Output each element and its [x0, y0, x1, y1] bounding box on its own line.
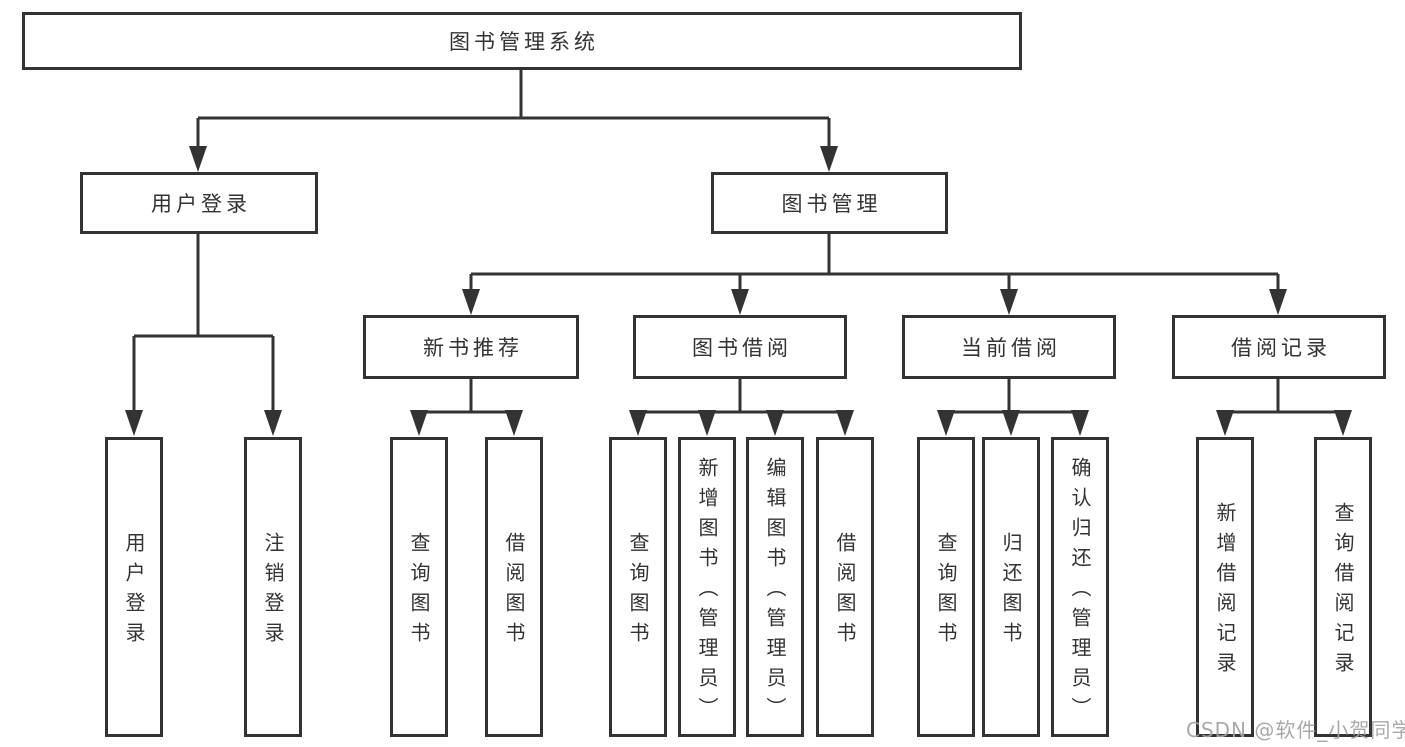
leaf-logout: 注销登录 — [244, 437, 302, 737]
node-current-borrow: 当前借阅 — [902, 315, 1116, 379]
leaf-confirm-return-admin-label: 确认归还（管理员） — [1068, 457, 1092, 727]
arrow-down-icon — [629, 410, 647, 436]
arrow-down-icon — [836, 410, 854, 436]
arrow-down-icon — [1334, 410, 1352, 436]
leaf-user-login: 用户登录 — [105, 437, 163, 737]
node-book-borrow-label: 图书借阅 — [692, 336, 792, 360]
node-new-book-recommend: 新书推荐 — [363, 315, 579, 379]
arrow-down-icon — [820, 146, 838, 172]
leaf-current-query-books-label: 查询图书 — [934, 532, 958, 652]
leaf-add-borrow-record-label: 新增借阅记录 — [1213, 502, 1237, 682]
watermark: CSDN @软件_小贺同学 — [1186, 718, 1405, 742]
arrow-down-icon — [1216, 410, 1234, 436]
leaf-add-borrow-record: 新增借阅记录 — [1196, 437, 1254, 737]
leaf-return-books: 归还图书 — [982, 437, 1040, 737]
arrow-down-icon — [1000, 289, 1018, 315]
node-current-borrow-label: 当前借阅 — [961, 336, 1061, 360]
arrow-down-icon — [1071, 410, 1089, 436]
arrow-down-icon — [1002, 410, 1020, 436]
arrow-down-icon — [189, 146, 207, 172]
node-book-borrow: 图书借阅 — [633, 315, 847, 379]
leaf-query-borrow-record-label: 查询借阅记录 — [1331, 502, 1355, 682]
node-root-label: 图书管理系统 — [449, 30, 599, 54]
leaf-borrow-books-label: 借阅图书 — [833, 532, 857, 652]
arrow-down-icon — [766, 410, 784, 436]
leaf-edit-books-admin-label: 编辑图书（管理员） — [763, 457, 787, 727]
arrow-down-icon — [410, 410, 428, 436]
leaf-logout-label: 注销登录 — [261, 532, 285, 652]
leaf-recommend-query-books: 查询图书 — [390, 437, 448, 737]
leaf-borrow-query-books-label: 查询图书 — [626, 532, 650, 652]
leaf-add-books-admin: 新增图书（管理员） — [678, 437, 736, 737]
leaf-recommend-borrow-books-label: 借阅图书 — [502, 532, 526, 652]
leaf-borrow-books: 借阅图书 — [816, 437, 874, 737]
leaf-borrow-query-books: 查询图书 — [609, 437, 667, 737]
leaf-confirm-return-admin: 确认归还（管理员） — [1051, 437, 1109, 737]
leaf-add-books-admin-label: 新增图书（管理员） — [695, 457, 719, 727]
leaf-current-query-books: 查询图书 — [917, 437, 975, 737]
node-user-login-label: 用户登录 — [151, 192, 251, 216]
node-user-login: 用户登录 — [80, 172, 318, 234]
leaf-edit-books-admin: 编辑图书（管理员） — [746, 437, 804, 737]
node-new-book-recommend-label: 新书推荐 — [423, 336, 523, 360]
node-borrow-records: 借阅记录 — [1172, 315, 1386, 379]
leaf-recommend-query-books-label: 查询图书 — [407, 532, 431, 652]
leaf-recommend-borrow-books: 借阅图书 — [485, 437, 543, 737]
arrow-down-icon — [505, 410, 523, 436]
arrowheads — [125, 146, 1352, 436]
leaf-return-books-label: 归还图书 — [999, 532, 1023, 652]
arrow-down-icon — [937, 410, 955, 436]
arrow-down-icon — [125, 410, 143, 436]
leaf-user-login-label: 用户登录 — [122, 532, 146, 652]
arrow-down-icon — [462, 289, 480, 315]
arrow-down-icon — [1269, 289, 1287, 315]
node-borrow-records-label: 借阅记录 — [1231, 336, 1331, 360]
arrow-down-icon — [731, 289, 749, 315]
node-root: 图书管理系统 — [22, 12, 1022, 70]
leaf-query-borrow-record: 查询借阅记录 — [1314, 437, 1372, 737]
arrow-down-icon — [698, 410, 716, 436]
arrow-down-icon — [264, 410, 282, 436]
node-book-management-label: 图书管理 — [781, 192, 882, 216]
node-book-management: 图书管理 — [711, 172, 948, 234]
